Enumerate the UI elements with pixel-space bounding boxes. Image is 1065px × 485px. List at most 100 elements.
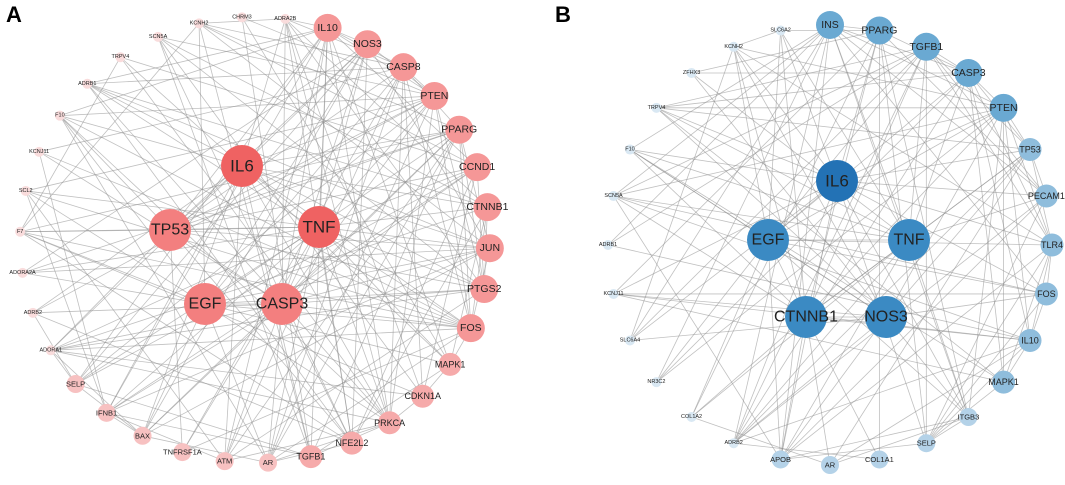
node-circle <box>259 453 278 472</box>
network-node: CCND1 <box>459 153 495 182</box>
node-label: SCN5A <box>604 193 623 199</box>
node-label: ITGB3 <box>958 413 980 422</box>
node-circle <box>1040 233 1064 257</box>
network-edge <box>59 115 171 231</box>
node-circle <box>651 102 662 113</box>
network-node: PECAM1 <box>1028 184 1065 208</box>
network-edge <box>829 416 969 466</box>
node-circle <box>299 445 323 469</box>
network-edge <box>22 129 460 274</box>
node-circle <box>870 450 889 469</box>
network-edge <box>50 288 485 351</box>
network-edge <box>885 293 1047 318</box>
network-edge <box>908 239 969 418</box>
node-circle <box>816 11 844 39</box>
network-edge <box>281 247 490 305</box>
node-label: PPARG <box>861 25 897 37</box>
network-edge <box>204 288 485 305</box>
network-edge <box>885 149 1031 318</box>
node-circle <box>15 226 26 237</box>
node-circle <box>651 377 662 388</box>
network-edge <box>691 72 887 318</box>
network-edge <box>691 30 880 418</box>
network-node: TGFB1 <box>909 32 943 61</box>
network-node: SELP <box>917 434 936 453</box>
network-node: INS <box>816 11 844 39</box>
network-node: COL1A1 <box>865 450 894 469</box>
network-edge <box>351 44 368 444</box>
network-edge <box>629 24 831 150</box>
network-edge <box>142 303 206 436</box>
network-node: PPARG <box>441 115 477 144</box>
node-label: EGF <box>189 296 222 313</box>
node-circle <box>133 426 152 445</box>
network-edge <box>19 56 121 232</box>
network-edge <box>607 244 1031 341</box>
network-edge <box>805 316 831 466</box>
network-node: FOS <box>456 314 485 343</box>
node-label: JUN <box>480 242 500 254</box>
network-edge <box>50 350 143 437</box>
node-label: NOS3 <box>864 309 908 326</box>
node-label: ADRB1 <box>599 242 617 248</box>
network-node: KCNH2 <box>190 18 208 29</box>
node-label: TNFRSF1A <box>163 448 202 457</box>
node-circle <box>785 296 827 338</box>
network-edge <box>613 293 1004 383</box>
network-node: TRPV4 <box>648 102 665 113</box>
node-label: EGF <box>752 232 785 249</box>
network-node: APOB <box>770 450 791 469</box>
network-edge <box>318 95 435 228</box>
network-edge <box>25 190 226 462</box>
network-edge <box>780 239 910 460</box>
node-label: CASP8 <box>386 61 421 73</box>
node-label: IL10 <box>317 22 338 34</box>
network-node: TNF <box>298 206 340 248</box>
network-edge <box>20 229 171 233</box>
node-circle <box>917 434 936 453</box>
node-label: IL10 <box>1021 335 1039 345</box>
network-edge <box>50 349 423 397</box>
network-edge <box>169 95 435 231</box>
network-edge <box>281 303 471 329</box>
network-node: AR <box>821 456 839 474</box>
network-edge <box>656 107 1004 383</box>
network-edge <box>691 30 880 74</box>
node-label: NR3C2 <box>647 379 665 385</box>
node-label: PTGS2 <box>467 283 502 295</box>
network-edge <box>327 27 435 97</box>
node-circle <box>912 32 941 61</box>
network-edge <box>780 244 1053 460</box>
network-edge <box>613 30 880 295</box>
network-edge <box>284 18 485 290</box>
network-edge <box>885 316 969 418</box>
node-circle <box>215 452 234 471</box>
network-edge <box>204 43 368 305</box>
node-circle <box>97 403 116 422</box>
node-circle <box>261 283 303 325</box>
network-node: CASP3 <box>256 283 308 325</box>
node-circle <box>603 240 613 250</box>
network-edge <box>629 149 910 241</box>
network-node: F10 <box>54 110 65 121</box>
network-edge <box>629 149 1004 383</box>
network-edge <box>75 43 368 385</box>
network-edge <box>59 27 328 117</box>
network-edge <box>22 247 490 274</box>
network-node: MAPK1 <box>988 370 1019 394</box>
node-circle <box>411 384 435 408</box>
network-edge <box>607 46 927 246</box>
network-node: CTNNB1 <box>466 193 509 222</box>
network-node: IL6 <box>816 160 858 202</box>
network-edge <box>241 17 451 365</box>
network-edge <box>241 18 286 167</box>
network-node: ADRA2B <box>274 13 297 24</box>
network-edge <box>629 46 735 341</box>
node-label: SELP <box>66 380 85 389</box>
node-label: CCND1 <box>459 161 495 173</box>
network-edge <box>476 167 485 290</box>
network-node: CASP3 <box>951 58 986 87</box>
network-node: ADRB1 <box>599 240 617 250</box>
